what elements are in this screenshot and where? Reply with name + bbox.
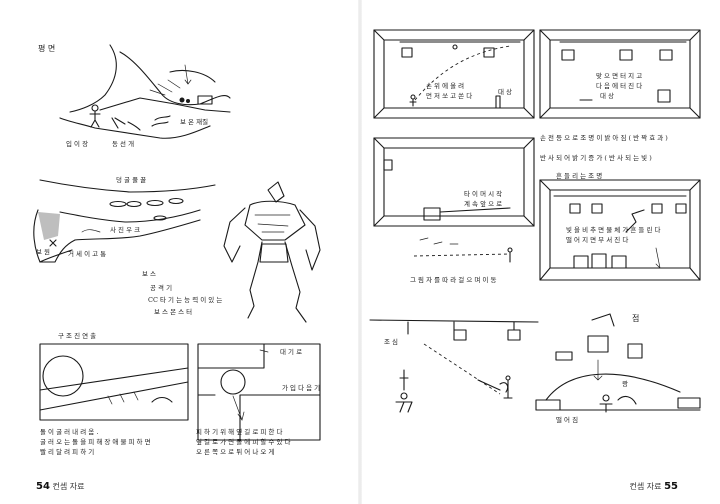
note-panel1-a: 손 위 에 올 려 [426, 82, 465, 90]
note-under-panel3: 그 림 자 를 따 라 걸 으 며 이 동 [410, 276, 497, 284]
right-page-sketches [369, 29, 701, 413]
river-map-sketch [33, 179, 216, 263]
caption-right-1: 피 하 기 위 해 옆 길 로 피 한 다 [196, 428, 283, 436]
note-panel4-b: 떨 어 지 면 부 서 진 다 [566, 236, 629, 244]
note-bottom-right-marker: 점 [632, 314, 640, 323]
note-boss-line1: 공 격 기 [150, 284, 173, 292]
note-bottom-left-marker: 조 심 [384, 338, 399, 346]
book-gutter [358, 0, 362, 504]
note-panel4-title: 흔 들 리 는 조 명 [556, 172, 603, 180]
right-page: 손 위 에 올 려 먼 저 쏘 고 쏜 다 대 상 맞 으 면 터 지 고 다 … [360, 0, 720, 504]
caption-right-2: 옆 길 로 가 면 돌 에 피 할 수 있 다 [196, 438, 291, 446]
note-panel2-a: 맞 으 면 터 지 고 [596, 72, 643, 80]
note-entrance: 입 이 장 [66, 140, 89, 148]
note-line1: 손 전 등 으 로 조 명 이 밝 아 짐 ( 반 짝 효 과 ) [540, 134, 668, 142]
room-panel-4 [539, 179, 701, 281]
box-right-small: 가 입 다 음 기 [282, 384, 321, 392]
side-path-box [197, 343, 321, 441]
note-line2: 반 사 되 어 밝 기 증 가 ( 반 사 되 는 빛 ) [540, 154, 652, 162]
note-terrain: 보 온 재질 [180, 118, 209, 126]
falling-object-scene [535, 313, 701, 413]
caption-left-2: 굴 러 오 는 돌 을 피 해 장 애 물 피 하 면 [40, 438, 151, 446]
shadow-walk-scene [369, 319, 539, 413]
room-panel-1 [373, 29, 535, 119]
left-page-number: 54 [36, 481, 50, 492]
note-move: 동 선 개 [112, 140, 135, 148]
cave-plan-sketch [59, 44, 231, 139]
right-page-number: 55 [664, 481, 678, 492]
right-folio: 컨셉 자료 55 [630, 481, 678, 492]
caption-left-3: 빨 리 달 려 피 하 기 [40, 448, 95, 456]
note-panel2-b: 다 음 에 터 진 다 [596, 82, 643, 90]
rolling-stone-box [39, 343, 189, 421]
note-side-a: 보 원 [36, 248, 51, 256]
note-panel1-b: 먼 저 쏘 고 쏜 다 [426, 92, 473, 100]
note-panel1-c: 대 상 [498, 88, 513, 96]
note-panel4-a: 빛 을 비 추 면 물 체 가 흔 들 린 다 [566, 226, 661, 234]
right-folio-title: 컨셉 자료 [629, 482, 662, 491]
left-heading: 평 면 [38, 44, 56, 53]
note-bottom-right-low: 떨 어 짐 [556, 416, 579, 424]
room-panel-3 [373, 137, 535, 263]
caption-left-1: 돌 이 굴 러 내 려 옴 . [40, 428, 99, 436]
note-boss-line2: CC 타 기 는 능 력 이 있 는 [148, 296, 223, 304]
caption-right-3: 오 른 쪽 으 로 튀 어 나 오 게 [196, 448, 275, 456]
left-folio: 54 컨셉 자료 [36, 481, 84, 492]
note-bottom-marker: 사 진 우 크 [110, 226, 141, 234]
box-left-title: 구 조 진 연 출 [58, 332, 97, 340]
note-panel3-sub: 계 속 앞 으 로 [464, 200, 503, 208]
room-panel-2 [539, 29, 701, 119]
note-side-b: 거 세 이 고 통 [68, 250, 107, 258]
left-folio-title: 컨셉 자료 [52, 482, 85, 491]
note-panel2-c: 대 상 [600, 92, 615, 100]
left-page-sketches [33, 44, 321, 441]
note-panel3-label: 타 이 머 시 작 [464, 190, 503, 198]
note-boss-heading: 보 스 [142, 270, 157, 278]
note-top-label: 덩 굴 풀 꿀 [116, 176, 147, 184]
box-right-label: 대 기 로 [280, 348, 303, 356]
note-boss-line3: 보 스 몬 스 터 [154, 308, 193, 316]
boss-robot-sketch [223, 181, 321, 323]
left-page: 평 면 입 이 장 동 선 개 보 온 재질 덩 굴 풀 꿀 보 원 거 세 이… [33, 44, 321, 492]
note-bottom-right-mid: 쾅 [622, 380, 628, 388]
